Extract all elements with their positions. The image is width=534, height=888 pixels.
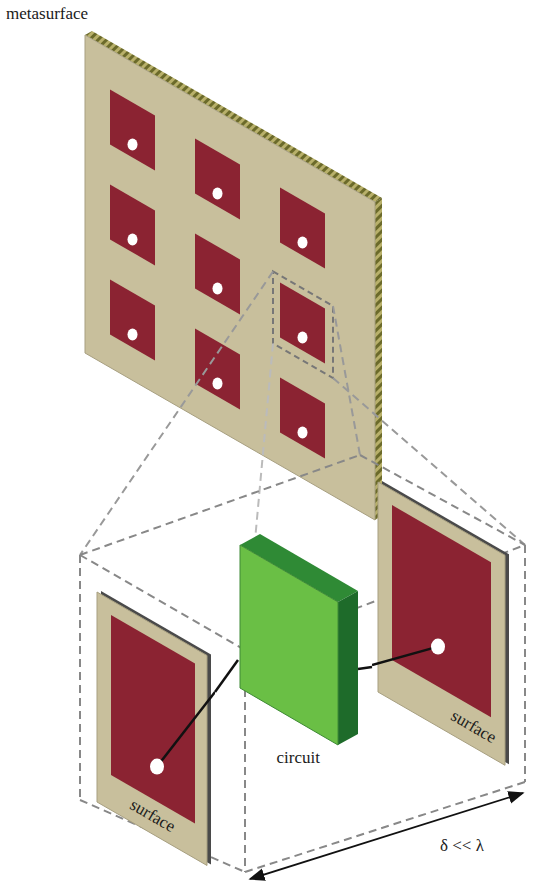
via-dot — [128, 138, 138, 150]
unit-cell-patch — [110, 89, 155, 170]
node-outline — [238, 530, 358, 775]
unit-cell-patch — [195, 328, 240, 409]
patch — [111, 615, 195, 823]
via-dot — [128, 328, 138, 340]
unit-cell-patch — [280, 188, 325, 269]
unit-cells — [110, 89, 325, 458]
via-dot — [128, 233, 138, 245]
node-label: circuit — [275, 748, 322, 768]
box-edge — [524, 545, 526, 782]
circuit-side — [338, 591, 358, 745]
via-dot — [213, 377, 223, 389]
surface-panel — [378, 482, 505, 765]
node-outline — [372, 478, 517, 770]
via-dot — [213, 187, 223, 199]
wire — [372, 647, 438, 665]
wire — [215, 660, 238, 692]
panel-edge — [375, 198, 382, 520]
figure-title-label: metasurface — [6, 4, 88, 24]
zoom-line — [80, 272, 273, 556]
box-edge — [79, 555, 81, 800]
unit-cell-patch — [280, 378, 325, 459]
box-edge — [80, 455, 360, 555]
via-dot — [298, 426, 308, 438]
wire — [157, 692, 215, 767]
unit-cell-patch — [195, 233, 240, 314]
zoom-frame — [273, 272, 333, 379]
wire — [358, 667, 372, 669]
via-dot — [213, 282, 223, 294]
unit-cell-patch — [110, 184, 155, 265]
unit-cell-patch — [195, 138, 240, 219]
via-dot — [298, 236, 308, 248]
metasurface-panel — [85, 35, 375, 520]
via-dot — [431, 639, 445, 655]
via-dot — [298, 331, 308, 343]
dimension-label: δ << λ — [440, 836, 484, 856]
via-dot — [150, 759, 164, 775]
box-edge — [245, 782, 525, 872]
surface-panel: surface — [90, 585, 215, 875]
dimension-arrow — [250, 793, 523, 879]
node-outline — [90, 585, 215, 875]
patch — [392, 505, 491, 717]
unit-cell-patch — [110, 279, 155, 360]
circuit-block: circuit — [238, 530, 358, 775]
unit-box — [80, 455, 525, 872]
circuit-front — [240, 545, 338, 745]
surface-panel — [97, 592, 207, 865]
surface-panel: surface — [372, 478, 517, 770]
